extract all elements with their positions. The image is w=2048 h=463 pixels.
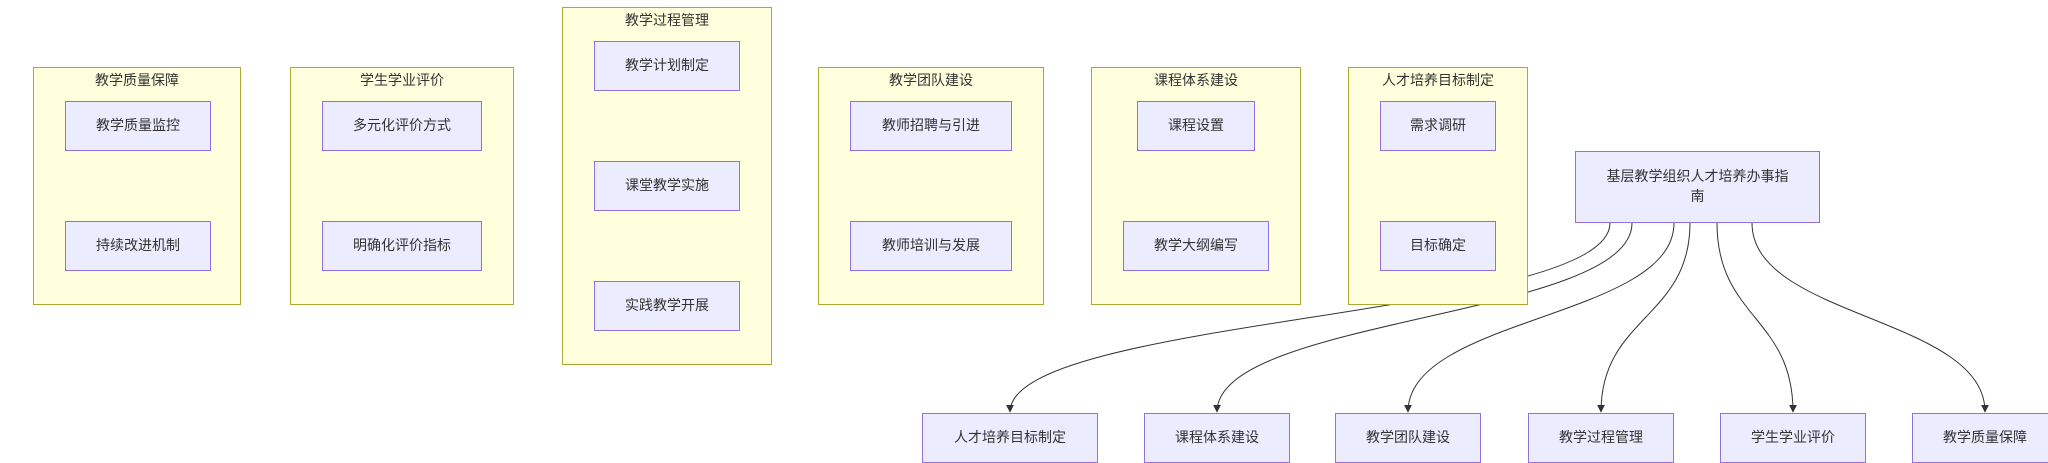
edge-root-to-b1 [1006,222,1611,413]
node-label: 教师招聘与引进 [882,118,980,134]
node-course-setting: 课程设置 [1137,101,1255,151]
node-label: 教学团队建设 [1366,430,1450,446]
cluster-title: 人才培养目标制定 [1382,73,1494,89]
node-teacher-recruitment: 教师招聘与引进 [850,101,1012,151]
cluster-title: 学生学业评价 [360,73,444,89]
edge-root-to-b2 [1213,222,1633,413]
node-quality-monitoring: 教学质量监控 [65,101,211,151]
node-label: 课程体系建设 [1175,430,1259,446]
node-bottom-team: 教学团队建设 [1335,413,1481,463]
node-label: 教师培训与发展 [882,238,980,254]
node-label: 需求调研 [1410,118,1466,134]
node-bottom-evaluation: 学生学业评价 [1720,413,1866,463]
node-diverse-evaluation: 多元化评价方式 [322,101,482,151]
node-label: 学生学业评价 [1751,430,1835,446]
node-label: 基层教学组织人才培养办事指南 [1606,169,1789,205]
node-label: 教学质量保障 [1943,430,2027,446]
node-label: 教学过程管理 [1559,430,1643,446]
node-teaching-plan: 教学计划制定 [594,41,740,91]
edge-root-to-b5 [1716,222,1797,413]
node-continuous-improvement: 持续改进机制 [65,221,211,271]
edge-root-to-b4 [1597,222,1691,413]
node-label: 实践教学开展 [625,298,709,314]
node-needs-research: 需求调研 [1380,101,1496,151]
cluster-title: 课程体系建设 [1154,73,1238,89]
node-label: 目标确定 [1410,238,1466,254]
node-practice-teaching: 实践教学开展 [594,281,740,331]
edge-root-to-b3 [1404,222,1675,413]
node-label: 教学计划制定 [625,58,709,74]
node-syllabus-writing: 教学大纲编写 [1123,221,1269,271]
node-label: 明确化评价指标 [353,238,451,254]
cluster-title: 教学过程管理 [625,13,709,29]
node-label: 课程设置 [1168,118,1224,134]
node-label: 持续改进机制 [96,238,180,254]
cluster-title: 教学团队建设 [889,73,973,89]
node-bottom-process: 教学过程管理 [1528,413,1674,463]
node-classroom-teaching: 课堂教学实施 [594,161,740,211]
node-label: 教学大纲编写 [1154,238,1238,254]
node-label: 多元化评价方式 [353,118,451,134]
node-bottom-talent-goal: 人才培养目标制定 [922,413,1098,463]
node-teacher-training: 教师培训与发展 [850,221,1012,271]
node-label: 人才培养目标制定 [954,430,1066,446]
node-label: 课堂教学实施 [625,178,709,194]
node-clear-evaluation-indicators: 明确化评价指标 [322,221,482,271]
node-root-guide: 基层教学组织人才培养办事指南 [1575,151,1820,223]
edge-root-to-b6 [1751,222,1989,413]
cluster-title: 教学质量保障 [95,73,179,89]
node-label: 教学质量监控 [96,118,180,134]
node-goal-setting: 目标确定 [1380,221,1496,271]
node-bottom-quality: 教学质量保障 [1912,413,2048,463]
node-bottom-curriculum: 课程体系建设 [1144,413,1290,463]
